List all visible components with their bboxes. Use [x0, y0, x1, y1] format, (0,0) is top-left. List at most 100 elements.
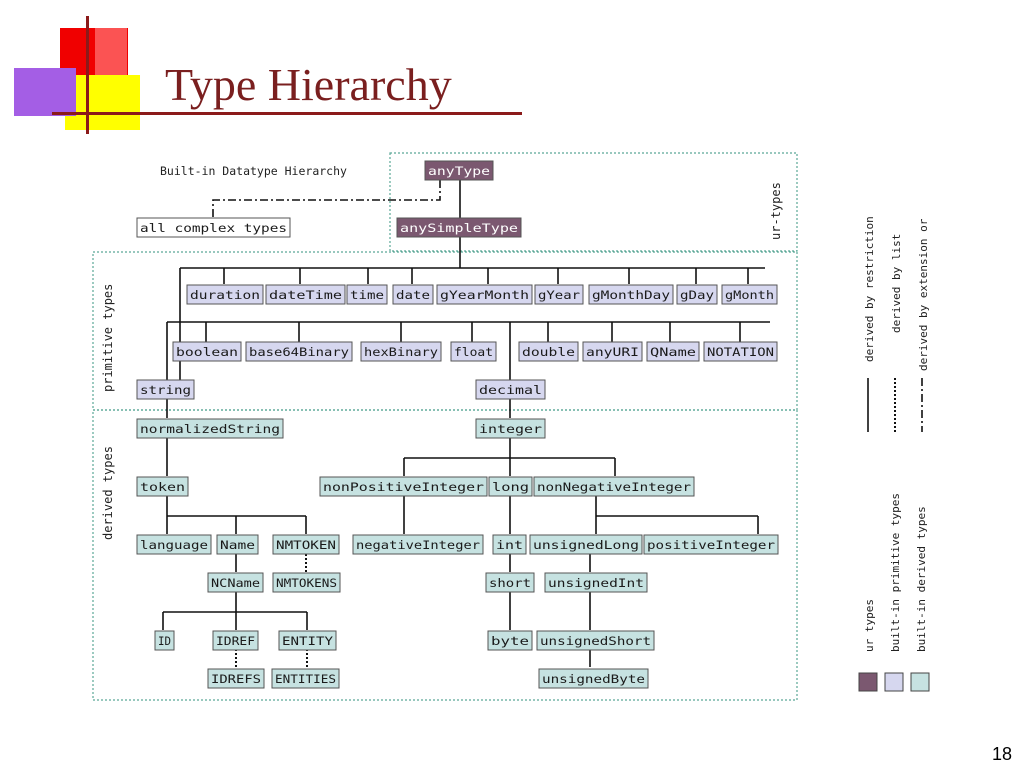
node-label: string — [140, 383, 191, 397]
node-label: integer — [479, 422, 542, 436]
node-label: double — [522, 345, 575, 359]
node-datetime: dateTime — [265, 284, 346, 305]
node-label: negativeInteger — [356, 538, 480, 552]
decor-vertical-line — [86, 16, 89, 134]
node-label: gDay — [680, 288, 714, 302]
decor-pink-square — [95, 28, 127, 84]
node-label: unsignedLong — [533, 538, 639, 552]
decor-yellow-square — [65, 75, 140, 130]
node-label: all complex types — [140, 221, 287, 235]
node-label: NMTOKENS — [276, 576, 337, 590]
node-hexbinary: hexBinary — [360, 341, 442, 362]
node-label: anyType — [428, 164, 490, 178]
node-label: positiveInteger — [647, 538, 775, 552]
node-label: IDREF — [216, 634, 255, 648]
node-label: gYearMonth — [440, 288, 529, 302]
region-primitive — [92, 251, 798, 411]
node-string: string — [136, 379, 195, 400]
decor-horizontal-line — [52, 112, 522, 115]
slide-number: 18 — [991, 744, 1012, 764]
legend-swatch-ur — [858, 672, 878, 692]
region-label-ur: ur-types — [769, 182, 783, 240]
node-normalizedstring: normalizedString — [136, 418, 284, 439]
node-gmonth: gMonth — [721, 284, 778, 305]
node-anytype: anyType — [424, 160, 494, 181]
node-token: token — [136, 476, 189, 497]
node-label: ID — [158, 634, 171, 648]
node-label: date — [396, 288, 430, 302]
region-derived — [92, 409, 798, 701]
legend-extension-label: derived by extension or — [917, 218, 930, 371]
node-boolean: boolean — [172, 341, 242, 362]
node-nmtoken: NMTOKEN — [272, 534, 340, 555]
node-label: hexBinary — [364, 345, 438, 359]
node-short: short — [485, 572, 535, 593]
node-label: int — [496, 538, 523, 552]
node-gyear: gYear — [534, 284, 584, 305]
diagram-heading: Built-in Datatype Hierarchy — [160, 164, 347, 178]
node-integer: integer — [475, 418, 546, 439]
legend-primitive-label: built-in primitive types — [889, 493, 902, 652]
node-float: float — [450, 341, 497, 362]
node-negativeinteger: negativeInteger — [352, 534, 484, 555]
node-label: nonNegativeInteger — [537, 480, 691, 494]
node-nonpositiveinteger: nonPositiveInteger — [319, 476, 488, 497]
node-qname: QName — [646, 341, 700, 362]
node-unsignedshort: unsignedShort — [536, 630, 655, 651]
node-label: base64Binary — [249, 345, 349, 359]
region-label-derived: derived types — [101, 446, 115, 540]
legend-restriction-label: derived by restriction — [863, 216, 876, 362]
decor-violet-square — [14, 68, 76, 116]
node-gday: gDay — [676, 284, 718, 305]
legend-swatch-derived — [910, 672, 930, 692]
node-label: normalizedString — [140, 422, 280, 436]
node-label: QName — [650, 345, 696, 359]
node-label: ENTITY — [282, 634, 333, 648]
node-label: long — [492, 480, 529, 494]
node-unsignedint: unsignedInt — [544, 572, 648, 593]
node-label: language — [140, 538, 208, 552]
node-complex: all complex types — [136, 217, 291, 238]
node-notation: NOTATION — [703, 341, 778, 362]
legend-derived-label: built-in derived types — [915, 506, 928, 652]
node-byte: byte — [487, 630, 533, 651]
node-idrefs: IDREFS — [207, 668, 265, 689]
node-label: unsignedInt — [548, 576, 644, 590]
node-label: nonPositiveInteger — [323, 480, 484, 494]
node-int: int — [492, 534, 527, 555]
node-label: NCName — [211, 576, 260, 590]
node-entities: ENTITIES — [271, 668, 340, 689]
node-name: Name — [216, 534, 259, 555]
node-idref: IDREF — [212, 630, 259, 651]
node-unsignedlong: unsignedLong — [529, 534, 643, 555]
node-positiveinteger: positiveInteger — [643, 534, 779, 555]
node-duration: duration — [186, 284, 264, 305]
node-label: Name — [220, 538, 255, 552]
node-anyuri: anyURI — [582, 341, 643, 362]
node-language: language — [136, 534, 212, 555]
node-time: time — [346, 284, 388, 305]
node-label: NOTATION — [707, 345, 774, 359]
node-label: unsignedShort — [540, 634, 651, 648]
node-label: gMonth — [725, 288, 774, 302]
region-ur — [389, 152, 798, 252]
node-decimal: decimal — [475, 379, 546, 400]
node-label: gMonthDay — [592, 288, 670, 302]
node-nonnegativeinteger: nonNegativeInteger — [533, 476, 695, 497]
node-label: time — [350, 288, 384, 302]
legend-list-label: derived by list — [890, 234, 903, 333]
node-label: gYear — [538, 288, 580, 302]
node-label: unsignedByte — [542, 672, 645, 686]
node-id: ID — [154, 630, 175, 651]
node-gmonthday: gMonthDay — [588, 284, 674, 305]
node-ncname: NCName — [207, 572, 264, 593]
node-label: decimal — [479, 383, 542, 397]
node-label: short — [489, 576, 531, 590]
node-label: float — [454, 345, 493, 359]
node-double: double — [518, 341, 579, 362]
node-nmtokens: NMTOKENS — [272, 572, 341, 593]
legend-swatch-primitive — [884, 672, 904, 692]
node-label: anySimpleType — [400, 221, 518, 235]
node-long: long — [488, 476, 533, 497]
